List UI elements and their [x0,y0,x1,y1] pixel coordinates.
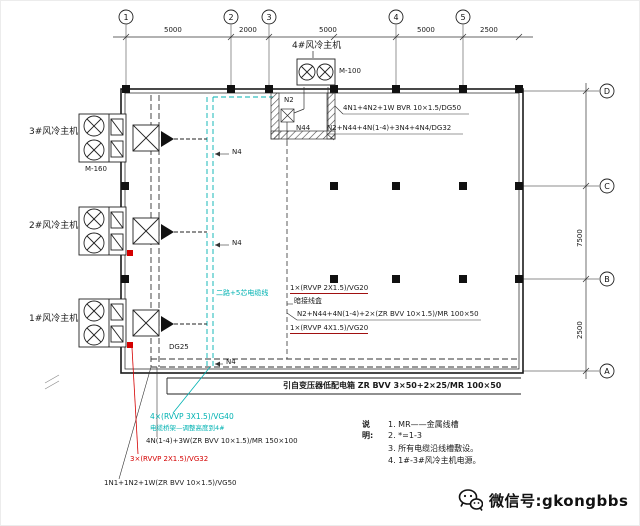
unit2-label: 2#风冷主机 [29,221,79,231]
axis-right-a: A [604,367,610,376]
leader-red [131,347,139,455]
tag-n2: N2 [284,96,294,104]
note-item-1: 1. MR——金属线槽 [388,420,459,429]
control-cable-lines [206,96,273,367]
chiller-unit-4 [296,51,336,86]
grid-stem-lines [125,25,599,372]
dim-top-4: 5000 [417,26,435,34]
chiller-unit-2 [78,206,207,256]
structural-columns [121,85,523,283]
junction-box-label: 暗接线盒 [294,297,322,305]
tag-n4-c: N4 [226,358,236,366]
wechat-watermark: 微信号:gkongbbs [457,487,628,513]
cable-note-12: 1N1+1N2+1W(ZR BVV 10×1.5)/VG50 [104,479,237,487]
axis-right-b: B [604,275,610,284]
axis-top-5: 5 [460,13,465,22]
axis-top-1: 1 [123,13,128,22]
machine-room [270,87,336,141]
unit4-model: M-100 [339,67,361,75]
dim-top-3: 5000 [319,26,337,34]
axis-bubbles [118,9,615,379]
dim-right-1: 7500 [576,229,584,247]
dim-top-2: 2000 [239,26,257,34]
cable-note-11: 3×(RVVP 2X1.5)/VG32 [130,455,209,463]
unit4-label: 4#风冷主机 [292,41,342,51]
leader-cyan [172,366,211,414]
cable-note-8: 4×(RVVP 3X1.5)/VG40 [150,412,234,421]
dim-top-1: 5000 [164,26,182,34]
note-item-3: 3. 所有电缆沿线槽敷设。 [388,444,479,453]
cable-tray-bottom [151,358,517,368]
tag-dg25: DG25 [169,343,189,351]
tag-n4-a: N4 [232,148,242,156]
cable-note-6: 1×(RVVP 4X1.5)/VG20 [290,324,369,335]
axis-right-c: C [604,182,610,191]
wechat-icon [458,489,483,511]
cable-note-10: 4N(1-4)+3W(ZR BVV 10×1.5)/MR 150×100 [146,437,298,445]
dim-top-5: 2500 [480,26,498,34]
control-cable-note: 二路+5芯电缆线 [216,289,269,297]
chiller-unit-1 [78,298,207,348]
cable-note-1: 4N1+4N2+1W BVR 10×1.5/DG50 [343,104,462,112]
axis-top-4: 4 [393,13,398,22]
feeder-band [166,377,521,395]
tag-n44: N44 [296,124,311,132]
unit3-label: 3#风冷主机 [29,127,79,137]
note-item-4: 4. 1#-3#风冷主机电源。 [388,456,481,465]
cable-note-5: N2+N44+4N(1-4)+2×(ZR BVV 10×1.5)/MR 100×… [297,310,479,318]
unit1-label: 1#风冷主机 [29,314,79,324]
axis-top-3: 3 [266,13,271,22]
cable-tray-note: 电缆桥架—调整高度到4# [150,424,225,432]
note-item-2: 2. *=1-3 [388,431,422,440]
dim-right-2: 2500 [576,321,584,339]
chiller-unit-3 [78,113,207,163]
dimension-lines [113,33,590,379]
cable-note-2: N2+N44+4N(1-4)+3N4+4N4/DG32 [327,124,452,132]
feeder-note: 引自变压器低配电箱 ZR BVV 3×50+2×25/MR 100×50 [283,381,502,390]
cable-note-3: 1×(RVVP 2X1.5)/VG20 [290,284,369,295]
axis-right-d: D [604,87,610,96]
wechat-id-label: 微信号:gkongbbs [489,491,629,510]
tag-n4-b: N4 [232,239,242,247]
unit3-model: M-160 [85,165,107,173]
axis-top-2: 2 [228,13,233,22]
axis-bubble-labels: 1 2 3 4 5 D C B A [123,13,610,376]
leader-lines [44,105,481,480]
notes-title: 说明: [362,420,374,440]
